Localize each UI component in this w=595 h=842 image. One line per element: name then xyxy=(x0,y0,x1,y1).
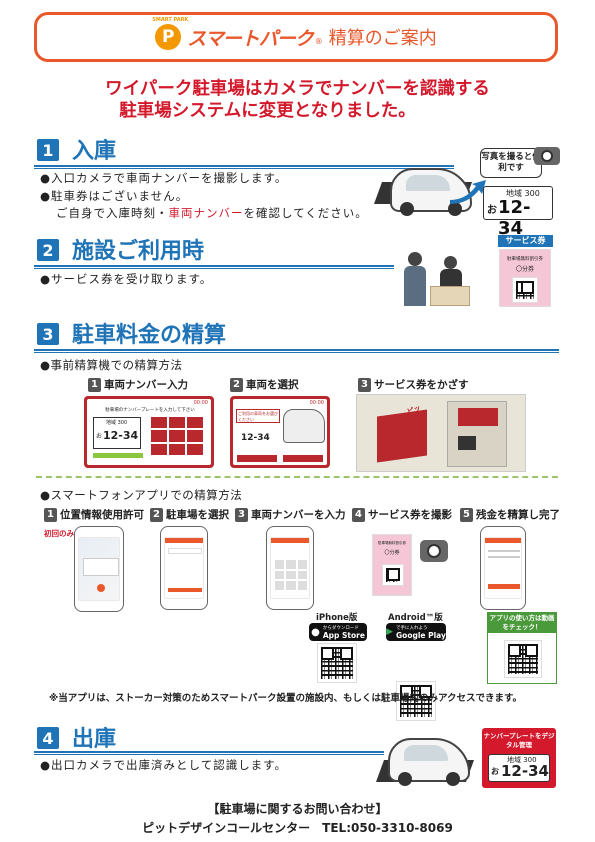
section-1-divider-thin xyxy=(34,168,454,169)
exit-license-plate: 地域 300 お 12-34 xyxy=(488,754,550,782)
car-window xyxy=(406,175,450,191)
phone-step-3 xyxy=(266,526,314,610)
logo-text: スマートパーク xyxy=(187,27,313,50)
section-1-bullet-confirm: ご自身で入庫時刻・車両ナンバーを確認してください。 xyxy=(56,206,368,220)
section-1-bullet-no-ticket: ●駐車券はございません。 xyxy=(40,189,189,203)
section-4-divider-thin xyxy=(34,754,384,755)
photo-tip-bubble: 写真を撮ると便利です xyxy=(480,148,542,178)
section-1-bullet-camera: ●入口カメラで車両ナンバーを撮影します。 xyxy=(40,171,288,185)
headline-line-1: ワイパーク駐車場はカメラでナンバーを認識する xyxy=(105,79,490,99)
section-3-divider-thin xyxy=(34,352,559,353)
google-play-button[interactable]: ▶ で手に入れよう Google Play xyxy=(386,623,446,641)
android-label: Android™版 xyxy=(388,613,443,623)
ticket-qr-code xyxy=(512,277,538,303)
ticket-reader xyxy=(377,409,427,463)
app-store-button[interactable]: ● からダウンロード App Store xyxy=(309,623,367,641)
video-qr-code[interactable] xyxy=(504,640,542,678)
section-3-divider xyxy=(34,349,559,351)
plate-number: 12-34 xyxy=(498,197,531,239)
section-1-divider xyxy=(34,165,454,167)
smart-park-logo-icon: SMART PARK P xyxy=(152,17,188,50)
logo-badge: P xyxy=(162,27,175,47)
machine-screen-2: 00:00 ご利用の車両をお選びください 12-34 xyxy=(230,396,330,468)
license-plate: 地域 300 お 12-34 xyxy=(483,186,553,239)
arrow-icon xyxy=(450,180,486,204)
section-3-number: 3 xyxy=(37,323,59,345)
section-1-number: 1 xyxy=(37,139,59,161)
reception-illustration xyxy=(400,252,470,307)
section-3-sub-machine: ●事前精算機での精算方法 xyxy=(40,358,183,372)
service-ticket-label: サービス券 xyxy=(498,235,553,247)
video-guide-box: アプリの使い方は動画をチェック！ xyxy=(487,612,557,684)
ticket-line-2: 〇分券 xyxy=(515,266,534,273)
section-2-title: 施設ご利用時 xyxy=(72,239,205,264)
phone-step-1 xyxy=(74,526,124,612)
section-4-number: 4 xyxy=(37,727,59,749)
keypad xyxy=(151,417,203,455)
phone-step-2 xyxy=(160,526,208,610)
plate-region: 地域 300 xyxy=(506,189,540,198)
car-wheel xyxy=(400,202,414,216)
section-3-dashed-divider xyxy=(36,476,558,478)
plate-kana: お xyxy=(487,205,497,216)
section-2-divider xyxy=(34,265,394,267)
phone-step-5 xyxy=(480,526,526,610)
service-ticket: 駐車場無料割引券 〇分券 xyxy=(499,249,551,307)
car-illustration xyxy=(388,738,470,786)
ios-label: iPhone版 xyxy=(316,613,358,623)
section-2-divider-thin xyxy=(34,268,394,269)
section-2-bullet-service: ●サービス券を受け取ります。 xyxy=(40,272,213,286)
logo-registered-mark: ® xyxy=(314,36,323,46)
digital-management-sign: ナンバープレートをデジタル管理 地域 300 お 12-34 xyxy=(482,728,556,788)
video-guide-label: アプリの使い方は動画をチェック！ xyxy=(488,613,556,633)
headline-line-2: 駐車場システムに変更となりました。 xyxy=(119,101,416,121)
car-illustration xyxy=(390,168,472,216)
section-4-divider xyxy=(34,751,384,753)
section-4-title: 出庫 xyxy=(72,727,117,752)
ios-qr-code[interactable] xyxy=(317,643,357,683)
section-4-bullet-exit: ●出口カメラで出庫済みとして認識します。 xyxy=(40,758,288,772)
play-icon: ▶ xyxy=(386,627,394,637)
logo-small-text: SMART PARK xyxy=(152,17,189,23)
kiosk-illustration: ピッ xyxy=(356,394,526,472)
header-banner: SMART PARK P スマートパーク ® 精算のご案内 xyxy=(34,12,558,62)
vehicle-number-highlight: 車両ナンバー xyxy=(168,206,244,220)
page-title: 精算のご案内 xyxy=(328,28,437,49)
app-service-ticket: 駐車場無料割引券 〇分券 xyxy=(372,534,412,596)
section-3-sub-app: ●スマートフォンアプリでの精算方法 xyxy=(40,488,243,502)
camera-icon xyxy=(534,147,560,165)
android-qr-code[interactable] xyxy=(396,681,436,721)
section-1-title: 入庫 xyxy=(72,139,117,164)
machine-screen-1: 00:00 駐車場のナンバープレートを入力して下さい 地域 300 お 12-3… xyxy=(84,396,214,468)
car-wheel xyxy=(448,202,462,216)
camera-icon xyxy=(420,540,448,562)
car-thumb xyxy=(283,409,325,443)
app-access-note: ※当アプリは、ストーカー対策のためスマートパーク設置の施設内、もしくは駐車場内の… xyxy=(49,693,523,704)
first-time-only-label: 初回のみ xyxy=(44,529,74,538)
apple-icon: ● xyxy=(311,626,320,638)
section-2-number: 2 xyxy=(37,239,59,261)
section-3-title: 駐車料金の精算 xyxy=(72,323,227,348)
ticket-line-1: 駐車場無料割引券 xyxy=(507,257,543,262)
footer-contact: ピットデザインコールセンター TEL:050-3310-8069 xyxy=(142,821,453,835)
footer-inquiry-title: 【駐車場に関するお問い合わせ】 xyxy=(207,802,388,816)
